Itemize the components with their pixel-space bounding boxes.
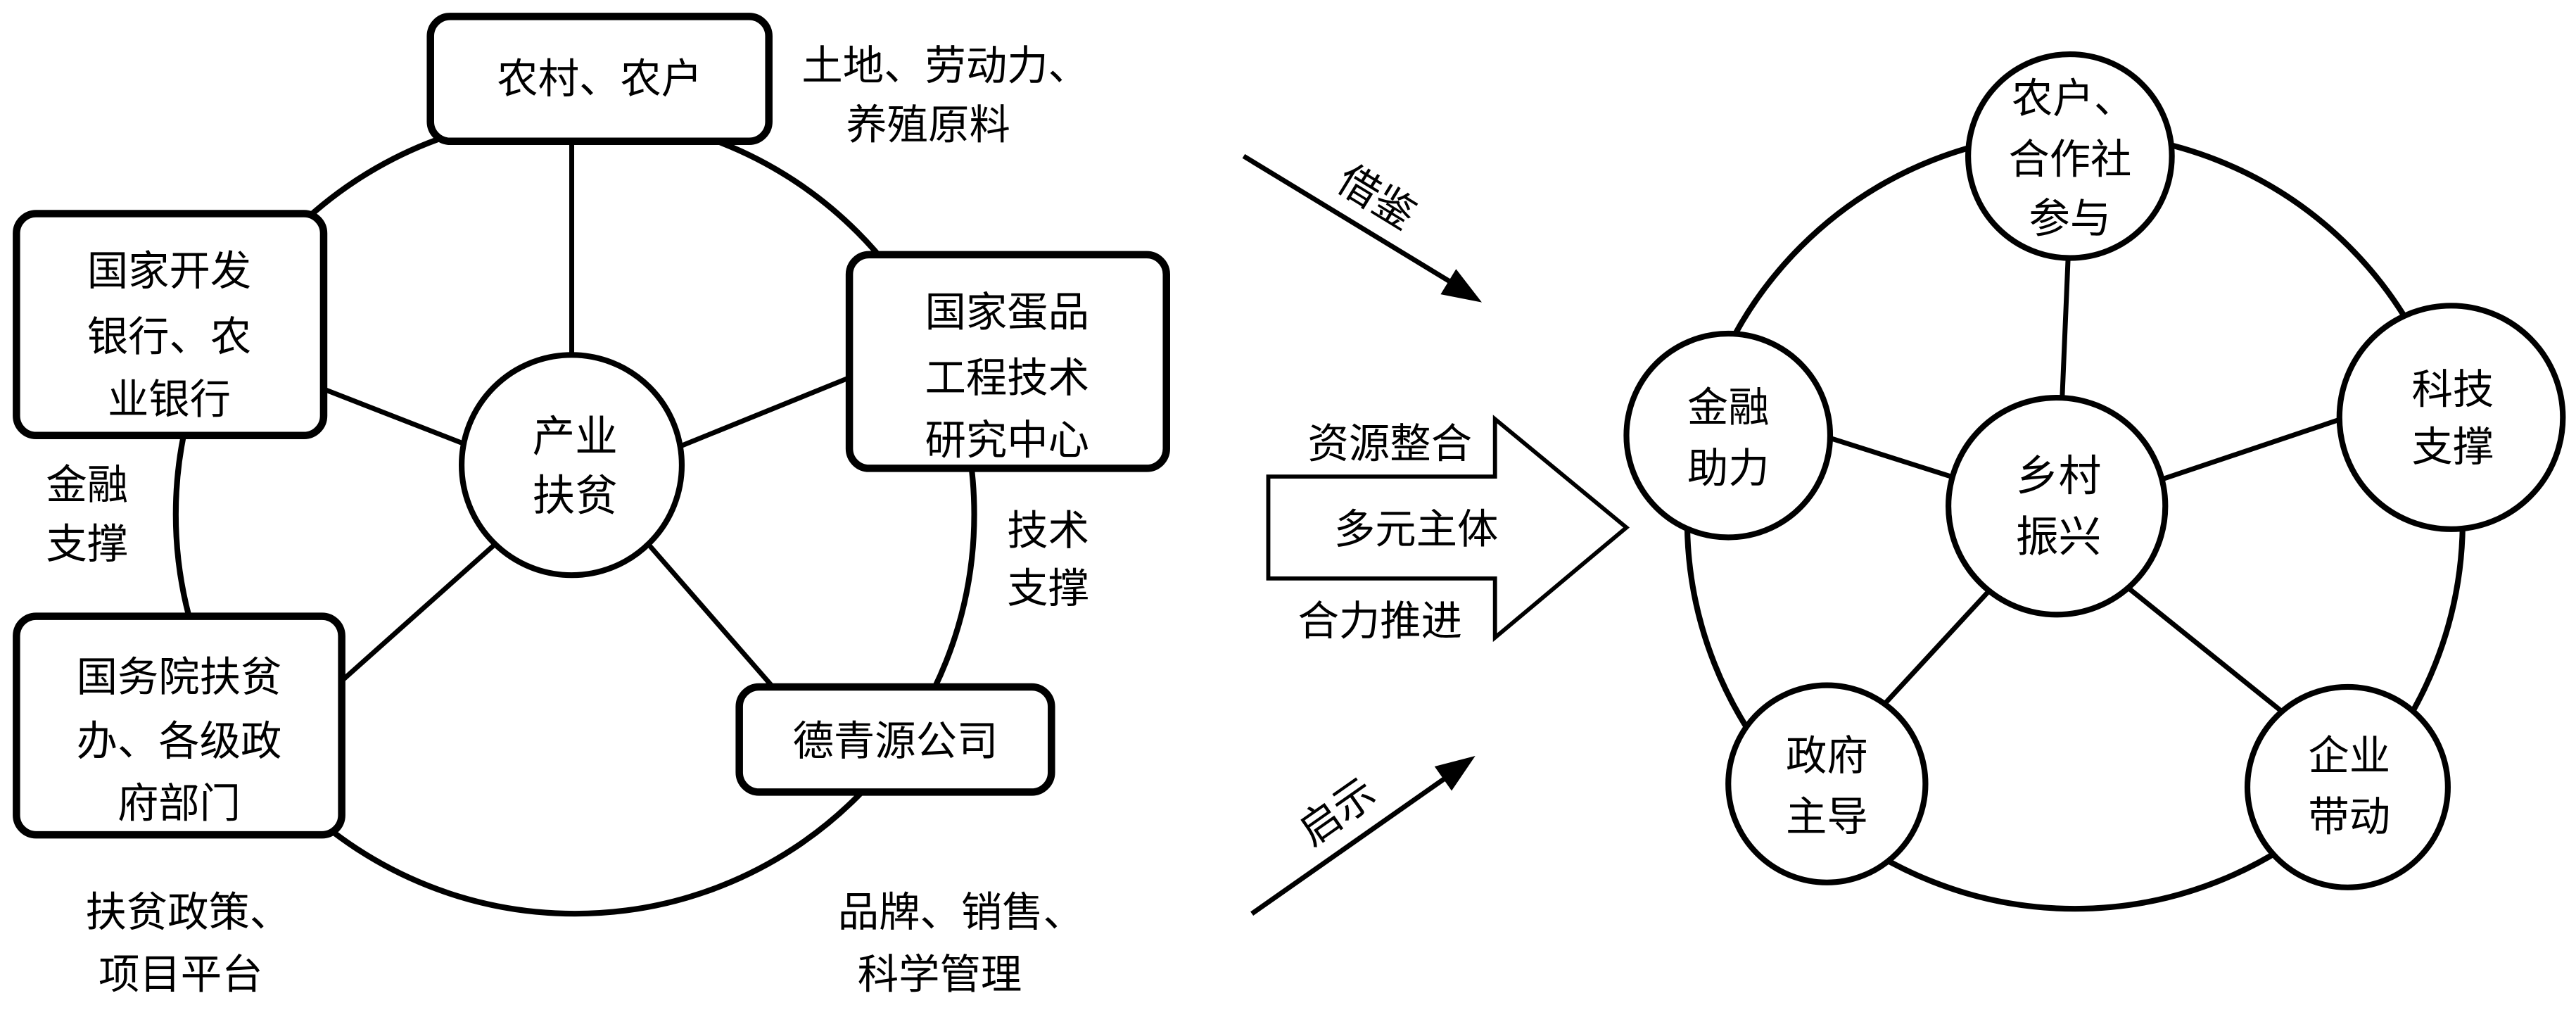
big-arrow-label-bottom: 合力推进 <box>1298 598 1462 645</box>
left-label-top: 养殖原料 <box>846 101 1010 149</box>
left-spokes <box>319 138 854 694</box>
left-node-bottom-left-text: 办、各级政 <box>77 717 282 765</box>
right-node-top-text: 合作社 <box>2008 135 2131 183</box>
right-node-right-text: 支撑 <box>2412 423 2494 471</box>
left-spoke-bottom-right <box>640 536 780 694</box>
lower-arrow-line <box>1250 776 1446 916</box>
left-label-right: 支撑 <box>1007 564 1089 612</box>
left-node-left-box <box>13 210 328 439</box>
right-spoke-bottom-left <box>1872 583 1997 717</box>
left-label-top: 土地、劳动力、 <box>801 42 1089 89</box>
middle-arrows: 借鉴 资源整合 多元主体 合力推进 启示 <box>1242 153 1630 916</box>
right-diagram: 乡村 振兴 农户、 合作社 参与 金融 助力 科技 支撑 政府 主导 企业 带动 <box>1623 51 2566 912</box>
right-center-circle <box>1946 394 2169 618</box>
right-node-top-text: 参与 <box>2029 195 2112 243</box>
left-label-bottom-right: 科学管理 <box>858 951 1022 999</box>
right-node-right-circle <box>2336 303 2566 532</box>
left-spoke-bottom-left <box>335 535 505 688</box>
left-node-right-box <box>845 251 1170 472</box>
left-node-bottom-right-box <box>735 683 1055 796</box>
left-label-right: 技术 <box>1007 507 1089 555</box>
right-spoke-bottom-right <box>2121 581 2292 721</box>
right-node-bottom-right-text: 带动 <box>2308 793 2390 840</box>
upper-arrow-head <box>1440 269 1483 303</box>
right-node-bottom-left-text: 主导 <box>1786 793 1868 840</box>
right-center-text: 乡村 <box>2016 452 2101 501</box>
right-node-bottom-right-text: 企业 <box>2308 732 2390 780</box>
right-node-top-circle <box>1965 51 2175 261</box>
right-center-text: 振兴 <box>2016 512 2101 562</box>
left-node-bottom-right-text: 德青源公司 <box>793 717 998 765</box>
upper-arrow-line <box>1242 153 1451 284</box>
right-node-bottom-left-circle <box>1725 682 1929 885</box>
upper-arrow-label: 借鉴 <box>1329 156 1424 239</box>
right-spoke-right <box>2155 415 2347 484</box>
left-label-left: 金融 <box>46 461 128 509</box>
right-node-left-text: 金融 <box>1687 384 1770 431</box>
right-node-bottom-left-text: 政府 <box>1786 732 1868 780</box>
left-label-bottom-left: 项目平台 <box>99 951 262 999</box>
right-node-right-text: 科技 <box>2412 365 2494 413</box>
left-node-right-text: 研究中心 <box>925 417 1089 465</box>
left-node-bottom-left-text: 国务院扶贫 <box>77 653 282 701</box>
right-spoke-top <box>2059 251 2071 408</box>
left-label-bottom-right: 品牌、销售、 <box>838 888 1084 936</box>
left-node-right-text: 国家蛋品 <box>925 289 1089 336</box>
right-node-left-text: 助力 <box>1687 444 1770 492</box>
left-center-circle <box>458 352 685 579</box>
left-node-bottom-left-text: 府部门 <box>118 780 241 828</box>
left-label-left: 支撑 <box>46 520 128 568</box>
left-node-left-text: 业银行 <box>108 375 231 423</box>
left-node-bottom-left-box <box>13 612 345 839</box>
right-spoke-left <box>1821 433 1962 483</box>
big-hollow-arrow <box>1266 415 1630 643</box>
right-node-left-circle <box>1623 330 1834 541</box>
left-node-right-text: 工程技术 <box>925 354 1089 402</box>
left-spoke-right <box>669 374 854 453</box>
right-node-bottom-right-circle <box>2244 683 2451 890</box>
lower-arrow-head <box>1434 756 1476 791</box>
big-arrow-label-top: 资源整合 <box>1308 419 1472 467</box>
left-node-left-text: 国家开发 <box>87 247 251 295</box>
lower-arrow-label: 启示 <box>1290 769 1385 855</box>
right-node-top-text: 农户、 <box>2012 75 2135 122</box>
big-arrow-label-middle: 多元主体 <box>1334 505 1498 553</box>
left-diagram: 产业 扶贫 农村、农户 国家开发 银行、农 业银行 国家蛋品 工程技术 研究中心… <box>13 13 1170 999</box>
left-spoke-left <box>319 385 478 451</box>
left-node-top-box <box>426 13 773 146</box>
left-label-bottom-left: 扶贫政策、 <box>85 888 291 936</box>
left-node-left-text: 银行、农 <box>87 313 251 361</box>
left-center-text: 扶贫 <box>532 472 617 521</box>
right-spokes <box>1821 251 2347 721</box>
left-center-text: 产业 <box>532 412 617 462</box>
left-node-top-text: 农村、农户 <box>497 55 702 103</box>
